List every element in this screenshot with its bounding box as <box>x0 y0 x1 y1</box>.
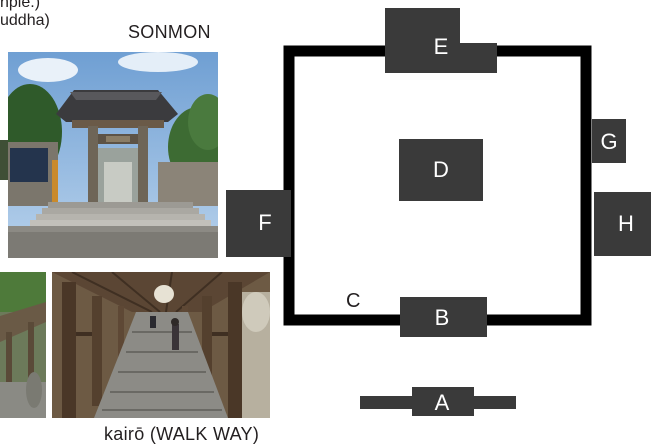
label-g: G <box>600 129 617 154</box>
sonmon-gate-photo <box>8 52 218 258</box>
label-e: E <box>434 34 449 59</box>
block-g <box>592 119 626 163</box>
block-b <box>400 297 487 337</box>
caption-fragment-buddha: uddha) <box>0 12 50 29</box>
label-b: B <box>435 305 450 330</box>
label-c: C <box>346 290 360 312</box>
cropped-photo-edge <box>0 140 8 180</box>
caption-fragment-top: nple.) <box>0 0 41 11</box>
label-a: A <box>435 390 450 415</box>
label-f: F <box>258 210 271 235</box>
block-e <box>385 8 497 73</box>
kairo-walkway-photo <box>52 272 270 418</box>
sonmon-caption: SONMON <box>128 22 211 42</box>
label-d: D <box>433 157 449 182</box>
block-d <box>399 139 483 201</box>
block-f <box>226 190 291 257</box>
block-a <box>412 387 474 416</box>
cropped-walkway-photo <box>0 272 46 418</box>
block-h <box>594 192 651 256</box>
label-h: H <box>618 211 634 236</box>
kairo-caption: kairō (WALK WAY) <box>104 424 260 444</box>
